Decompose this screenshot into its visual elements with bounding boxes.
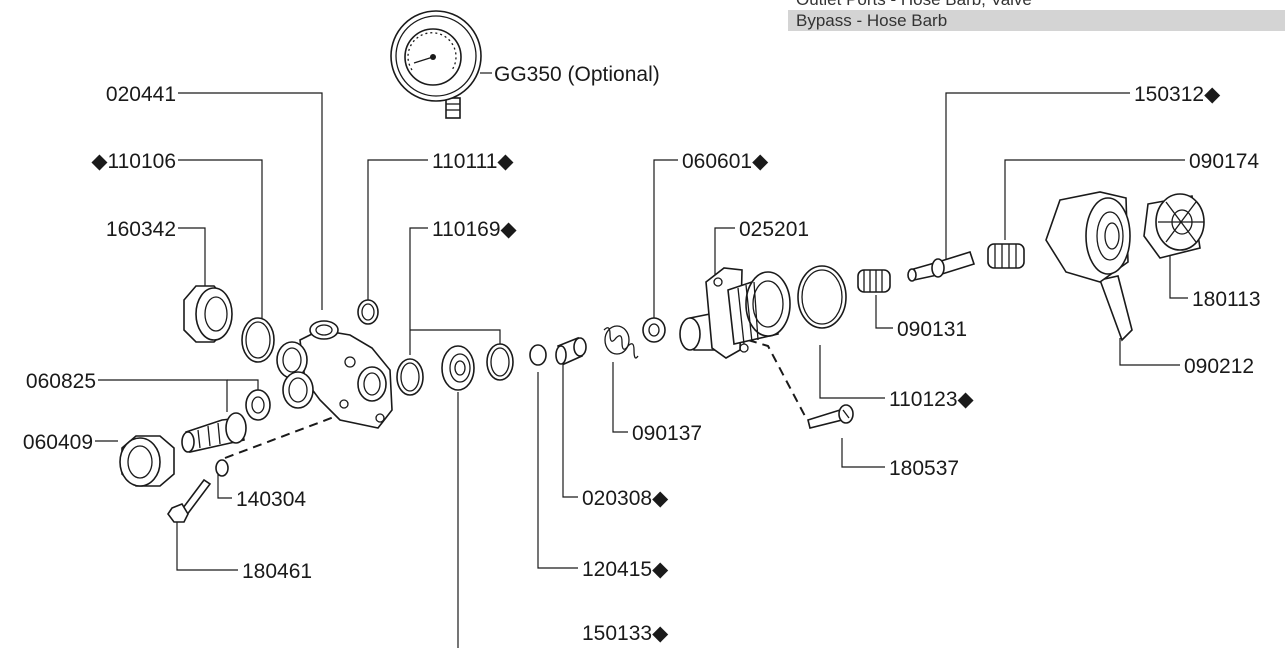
label-020308: 020308◆	[582, 487, 669, 510]
label-180461: 180461	[242, 560, 312, 583]
label-090131: 090131	[897, 318, 967, 341]
label-140304: 140304	[236, 488, 306, 511]
body-025201-part	[679, 267, 791, 359]
oring-110111-part	[357, 299, 379, 325]
label-110169: 110169◆	[432, 218, 518, 241]
cap-180113-part	[1143, 193, 1205, 259]
spring-090131-part	[857, 269, 891, 293]
handle-090212-part	[1045, 191, 1133, 342]
label-020441: 020441	[106, 83, 176, 106]
label-025201: 025201	[739, 218, 809, 241]
stem-150312-part	[907, 251, 976, 282]
label-060825: 060825	[26, 370, 96, 393]
label-gg350: GG350 (Optional)	[494, 63, 660, 86]
bolt-dash-line	[224, 413, 343, 459]
piston-020308-part	[555, 336, 587, 366]
oring-110123-part	[797, 265, 847, 329]
screw-180537-part	[807, 404, 854, 429]
label-120415: 120415◆	[582, 558, 669, 581]
label-090137: 090137	[632, 422, 702, 445]
nut-060409-part	[119, 435, 175, 487]
label-180537: 180537	[889, 457, 959, 480]
screw-dash-line	[747, 339, 807, 419]
leader-lines	[95, 92, 1188, 648]
part-labels: GG350 (Optional) 020441 ◆110106 160342 0…	[23, 63, 1261, 645]
washer-140304-part	[215, 459, 229, 477]
label-110106: ◆110106	[91, 150, 176, 173]
manifold-body-part	[276, 320, 393, 429]
washer-060601-part	[642, 317, 666, 343]
spec-table: Outlet Ports - Hose Barb, Valve Bypass -…	[788, 0, 1285, 31]
label-060409: 060409	[23, 431, 93, 454]
label-150312: 150312◆	[1134, 83, 1221, 106]
washer-060825-part	[245, 389, 271, 421]
spec-row-bypass: Bypass - Hose Barb	[788, 10, 1285, 31]
label-090174: 090174	[1189, 150, 1259, 173]
spec-row-outlet-ports: Outlet Ports - Hose Barb, Valve	[788, 0, 1285, 10]
label-060601: 060601◆	[682, 150, 769, 173]
nut-160342-part	[183, 285, 233, 343]
hose-barb-060825-part	[181, 412, 247, 453]
pressure-gauge-part	[390, 10, 492, 119]
ball-120415-part	[529, 344, 547, 366]
label-090212: 090212	[1184, 355, 1254, 378]
label-180113: 180113	[1192, 288, 1261, 311]
bolt-180461-part	[167, 478, 212, 523]
label-160342: 160342	[106, 218, 176, 241]
label-150133: 150133◆	[582, 622, 669, 645]
spring-090137-part	[603, 325, 639, 359]
spring-090174-part	[987, 243, 1025, 269]
seat-150133-part	[441, 345, 475, 391]
oring-110106-part	[241, 317, 275, 363]
label-110123: 110123◆	[889, 388, 975, 411]
label-110111: 110111◆	[432, 150, 514, 173]
